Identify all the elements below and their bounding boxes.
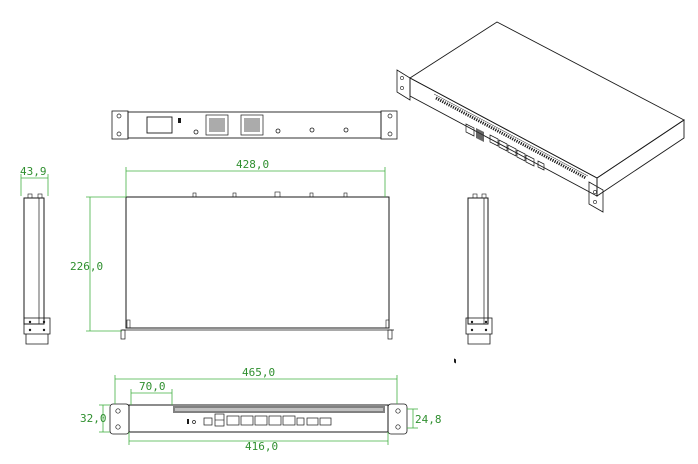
- dim-width-top: 428,0: [125, 158, 386, 197]
- console-port: [203, 417, 213, 426]
- dim-label-428: 428,0: [236, 158, 269, 171]
- rear-right-ear: [380, 110, 398, 140]
- fan-grille-right: [240, 114, 264, 136]
- iso-vent-strip: [435, 96, 587, 180]
- fan-grille-left: [205, 114, 229, 136]
- ethernet-port: [282, 415, 296, 426]
- dim-height-top: 226,0: [70, 196, 126, 332]
- dim-label-416: 416,0: [245, 440, 278, 453]
- sfp-port: [296, 417, 305, 426]
- reset-button: [192, 420, 196, 424]
- top-chassis: [125, 196, 390, 329]
- dim-height-inner: 24,8: [407, 408, 442, 429]
- screw: [309, 127, 315, 133]
- left-handle: [25, 334, 49, 345]
- iso-console-port: [465, 123, 475, 137]
- ethernet-port: [268, 415, 282, 426]
- iso-left-ear: [396, 69, 411, 101]
- rear-connector-stub: [192, 192, 197, 198]
- fan-mesh: [244, 118, 260, 132]
- status-led: [187, 419, 189, 424]
- dim-label-43-9: 43,9: [20, 165, 47, 178]
- rear-ear-hole: [387, 131, 393, 137]
- rear-ear-hole: [387, 113, 393, 119]
- rear-connector-stub: [232, 192, 237, 198]
- iso-side-face: [596, 119, 685, 197]
- screw: [275, 128, 281, 134]
- fan-mesh: [209, 118, 225, 132]
- right-side-view: [465, 193, 493, 345]
- sfp-port: [306, 417, 319, 426]
- iso-right-ear: [588, 181, 604, 213]
- dim-label-465: 465,0: [242, 366, 275, 379]
- right-handle: [467, 334, 491, 345]
- left-side-body: [23, 197, 45, 325]
- sfp-port: [319, 417, 332, 426]
- rear-connector-stub: [309, 192, 314, 198]
- dim-offset-front: 70,0: [130, 380, 173, 405]
- iso-led: [454, 358, 456, 364]
- iso-ethernet-port: [489, 134, 499, 147]
- dim-height-front: 32,0: [80, 404, 110, 433]
- iso-usb-ports: [476, 128, 484, 142]
- front-panel-view: [109, 403, 408, 435]
- front-right-ear: [387, 403, 408, 435]
- screw: [343, 127, 349, 133]
- ethernet-port: [240, 415, 254, 426]
- dim-depth-side: 43,9: [20, 165, 49, 196]
- dim-label-24-8: 24,8: [415, 413, 442, 426]
- right-side-body: [467, 197, 489, 325]
- rear-connector-stub: [274, 191, 281, 198]
- dim-label-32: 32,0: [80, 412, 107, 425]
- iso-sfp-port: [537, 160, 545, 171]
- power-module: [146, 116, 173, 134]
- iso-ethernet-port: [525, 154, 535, 167]
- front-left-ear: [109, 403, 130, 435]
- ethernet-port: [254, 415, 268, 426]
- top-view: [120, 191, 394, 340]
- rear-panel-view: [111, 110, 398, 140]
- dim-width-overall: 465,0: [114, 366, 398, 404]
- left-mount-ear: [23, 317, 51, 335]
- iso-ethernet-port: [498, 139, 508, 152]
- rear-left-ear: [111, 110, 129, 140]
- ethernet-port: [226, 415, 240, 426]
- power-switch: [178, 118, 181, 123]
- right-mount-ear: [465, 317, 493, 335]
- rear-ear-hole: [116, 131, 122, 137]
- left-side-view: [23, 193, 51, 345]
- dim-label-226: 226,0: [70, 260, 103, 273]
- dim-label-70: 70,0: [139, 380, 166, 393]
- mount-foot: [387, 329, 393, 340]
- screw: [193, 129, 199, 135]
- iso-ethernet-port: [516, 149, 526, 162]
- mount-foot: [120, 329, 126, 340]
- dim-width-inner: 416,0: [128, 432, 389, 453]
- iso-ethernet-port: [507, 144, 517, 157]
- rear-connector-stub: [343, 192, 348, 198]
- rear-ear-hole: [116, 113, 122, 119]
- iso-front-face: [409, 77, 598, 197]
- isometric-view: [396, 21, 685, 364]
